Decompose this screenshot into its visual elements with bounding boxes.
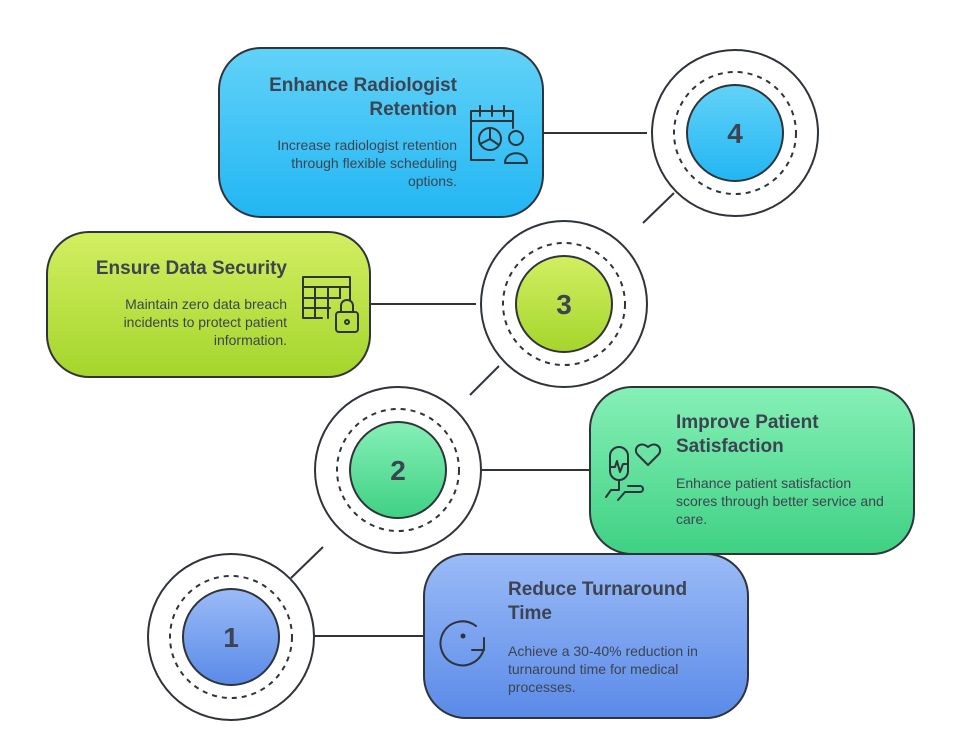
card-description-3: Maintain zero data breach incidents to p… bbox=[123, 296, 287, 348]
card-3-background bbox=[46, 231, 371, 378]
card-description-1: Achieve a 30-40% reduction in turnaround… bbox=[508, 643, 698, 695]
connector-lines bbox=[290, 132, 675, 637]
connector-3-4 bbox=[642, 192, 675, 224]
connector-2-3 bbox=[469, 365, 500, 396]
hand-heart-icon bbox=[605, 443, 662, 501]
step-number-4: 4 bbox=[727, 118, 743, 149]
clock-refresh-icon bbox=[439, 620, 485, 667]
calendar-person-icon bbox=[470, 105, 528, 164]
card-description-4: Increase radiologist retention through f… bbox=[277, 137, 457, 189]
connector-1-2 bbox=[290, 546, 324, 579]
card-2-background bbox=[589, 386, 915, 555]
card-description-2: Enhance patient satisfaction scores thro… bbox=[676, 475, 884, 527]
step-circle-3: 3 bbox=[480, 220, 648, 388]
step-circle-2: 2 bbox=[314, 386, 482, 554]
card-title-2: Improve Patient Satisfaction bbox=[676, 412, 819, 457]
step-circle-1: 1 bbox=[147, 553, 315, 721]
card-title-4: Enhance Radiologist Retention bbox=[269, 75, 457, 120]
table-lock-icon bbox=[302, 276, 359, 333]
card-title-3: Ensure Data Security bbox=[95, 258, 287, 279]
step-number-3: 3 bbox=[556, 289, 572, 320]
step-circle-4: 4 bbox=[651, 49, 819, 217]
step-number-2: 2 bbox=[390, 455, 406, 486]
step-number-1: 1 bbox=[223, 622, 239, 653]
card-1-background bbox=[423, 553, 749, 719]
card-title-1: Reduce Turnaround Time bbox=[508, 579, 688, 624]
card-4-background bbox=[218, 47, 544, 218]
